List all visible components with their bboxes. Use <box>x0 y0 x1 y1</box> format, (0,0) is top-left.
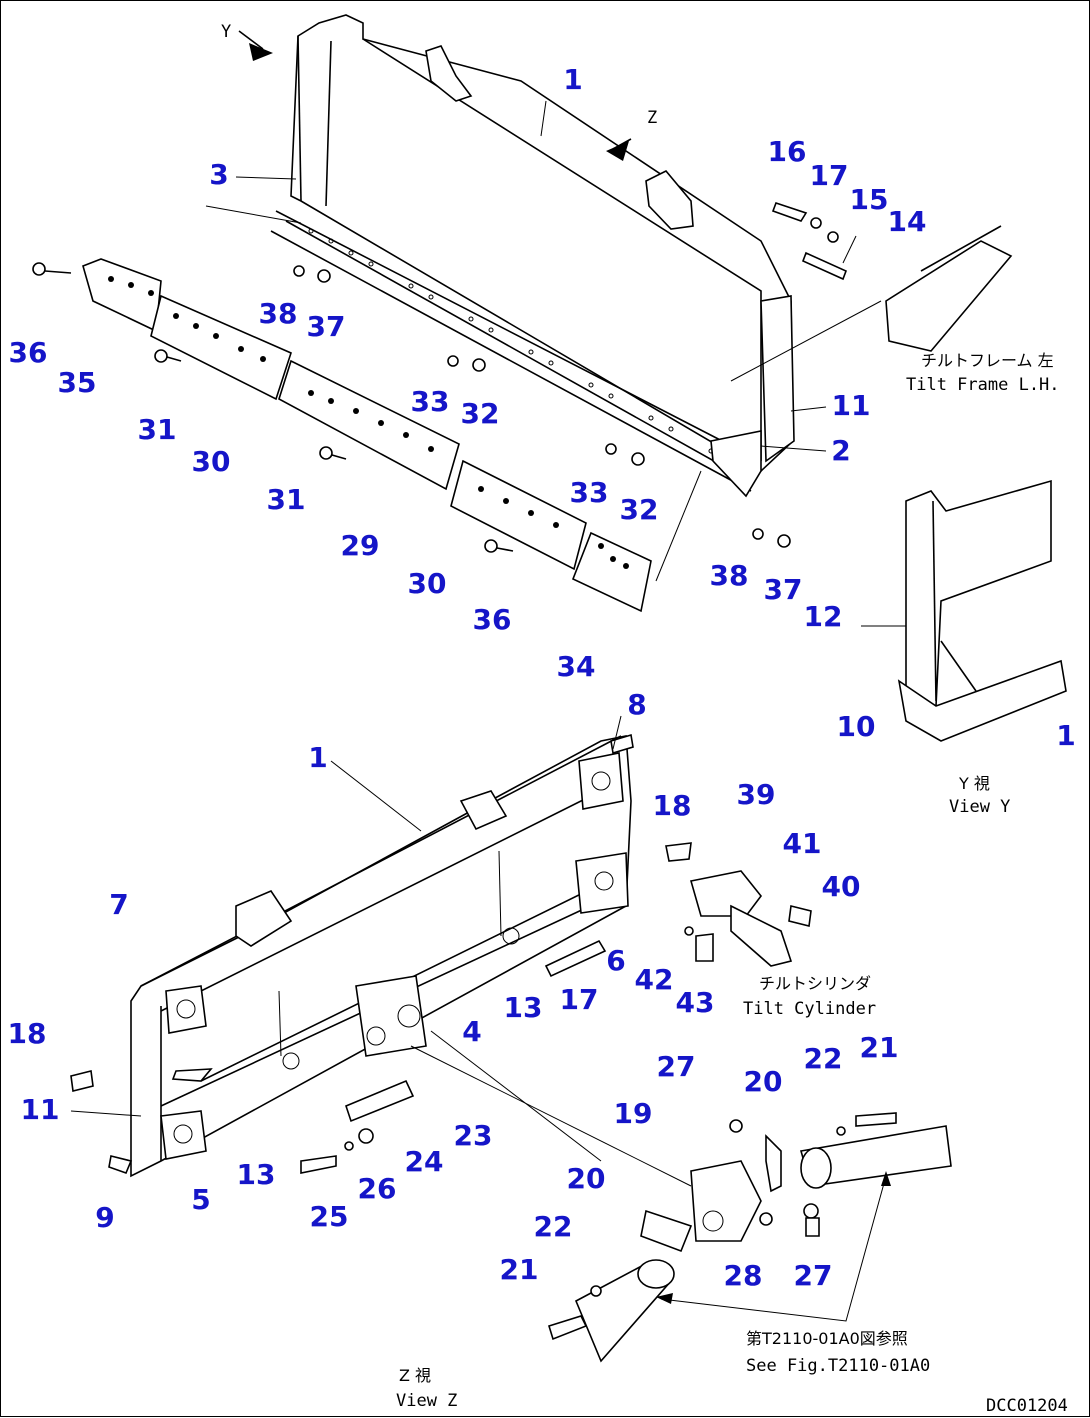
callout-32: 32 <box>461 397 500 430</box>
callout-12: 12 <box>804 600 843 633</box>
callout-29: 29 <box>341 529 380 562</box>
annotation-texts: Y Z チルトフレーム 左 Tilt Frame L.H. Y 視 View Y… <box>221 22 1068 1416</box>
callout-24: 24 <box>405 1145 444 1178</box>
callout-18: 18 <box>653 789 692 822</box>
blade-bottom-view <box>108 735 632 1178</box>
callout-5: 5 <box>191 1183 210 1216</box>
callout-37: 37 <box>307 310 346 343</box>
tilt-cylinder-jp: チルトシリンダ <box>759 974 871 993</box>
tilt-frame-en: Tilt Frame L.H. <box>906 375 1060 395</box>
view-z-jp: Z 視 <box>399 1366 431 1385</box>
tilt-cylinder-en: Tilt Cylinder <box>743 999 876 1019</box>
callout-23: 23 <box>454 1119 493 1152</box>
callout-17: 17 <box>810 159 849 192</box>
callout-31: 31 <box>138 413 177 446</box>
callout-27b: 27 <box>794 1259 833 1292</box>
callout-39: 39 <box>737 778 776 811</box>
callout-9: 9 <box>95 1201 114 1234</box>
callout-36b: 36 <box>473 603 512 636</box>
callout-2: 2 <box>831 434 850 467</box>
view-y-drawing <box>897 479 1067 742</box>
callout-34: 34 <box>557 650 596 683</box>
callout-38: 38 <box>259 297 298 330</box>
callout-30b: 30 <box>408 567 447 600</box>
top-hardware <box>32 201 1013 553</box>
callout-28: 28 <box>724 1259 763 1292</box>
callout-40: 40 <box>822 870 861 903</box>
callout-30: 30 <box>192 445 231 478</box>
callout-13b: 13 <box>237 1158 276 1191</box>
callout-19: 19 <box>614 1097 653 1130</box>
callout-13: 13 <box>504 991 543 1024</box>
callout-26: 26 <box>358 1172 397 1205</box>
cutting-edges <box>82 258 652 613</box>
view-z-marker: Z <box>647 108 657 128</box>
tilt-frame-jp: チルトフレーム 左 <box>921 351 1054 370</box>
callout-10: 10 <box>837 710 876 743</box>
callout-33: 33 <box>411 385 450 418</box>
callout-43: 43 <box>676 986 715 1019</box>
callout-37b: 37 <box>764 573 803 606</box>
callout-15: 15 <box>850 183 889 216</box>
bottom-hardware <box>70 733 952 1363</box>
callout-8: 8 <box>627 688 646 721</box>
callout-6: 6 <box>606 944 625 977</box>
callout-20b: 20 <box>567 1162 606 1195</box>
callout-41: 41 <box>783 827 822 860</box>
callout-3: 3 <box>209 158 228 191</box>
top-leaders <box>205 100 916 627</box>
callout-7: 7 <box>109 888 128 921</box>
blade-top-view <box>238 14 795 498</box>
callout-17b: 17 <box>560 983 599 1016</box>
callout-21: 21 <box>860 1031 899 1064</box>
see-fig-jp: 第T2110-01A0図参照 <box>746 1329 908 1348</box>
callout-1: 1 <box>563 63 582 96</box>
callout-27: 27 <box>657 1050 696 1083</box>
cutting-edge-holes <box>108 276 629 569</box>
callout-21b: 21 <box>500 1253 539 1286</box>
view-y-jp: Y 視 <box>958 774 990 793</box>
callout-42: 42 <box>635 963 674 996</box>
callout-36: 36 <box>9 336 48 369</box>
callout-18b: 18 <box>8 1017 47 1050</box>
callout-20: 20 <box>744 1065 783 1098</box>
callout-22b: 22 <box>534 1210 573 1243</box>
callout-33b: 33 <box>570 476 609 509</box>
callout-25: 25 <box>310 1200 349 1233</box>
callout-38b: 38 <box>710 559 749 592</box>
view-y-marker: Y <box>221 22 231 42</box>
callout-31b: 31 <box>267 483 306 516</box>
bottom-leaders <box>70 715 692 1187</box>
drawing-code: DCC01204 <box>986 1396 1068 1416</box>
callout-22: 22 <box>804 1042 843 1075</box>
callout-35: 35 <box>58 366 97 399</box>
callout-labels: 1 3 16 17 15 14 11 2 38 37 36 35 33 32 3… <box>8 63 1076 1292</box>
view-z-en: View Z <box>396 1391 457 1411</box>
callout-1-bottom: 1 <box>308 741 327 774</box>
callout-32b: 32 <box>620 493 659 526</box>
callout-11: 11 <box>832 389 871 422</box>
callout-16: 16 <box>768 135 807 168</box>
callout-14: 14 <box>888 205 927 238</box>
callout-11b: 11 <box>21 1093 60 1126</box>
view-y-en: View Y <box>949 797 1010 817</box>
callout-4: 4 <box>462 1015 481 1048</box>
callout-1-viewy: 1 <box>1056 719 1075 752</box>
see-fig-en: See Fig.T2110-01A0 <box>746 1356 930 1376</box>
edge-holes <box>308 228 734 465</box>
